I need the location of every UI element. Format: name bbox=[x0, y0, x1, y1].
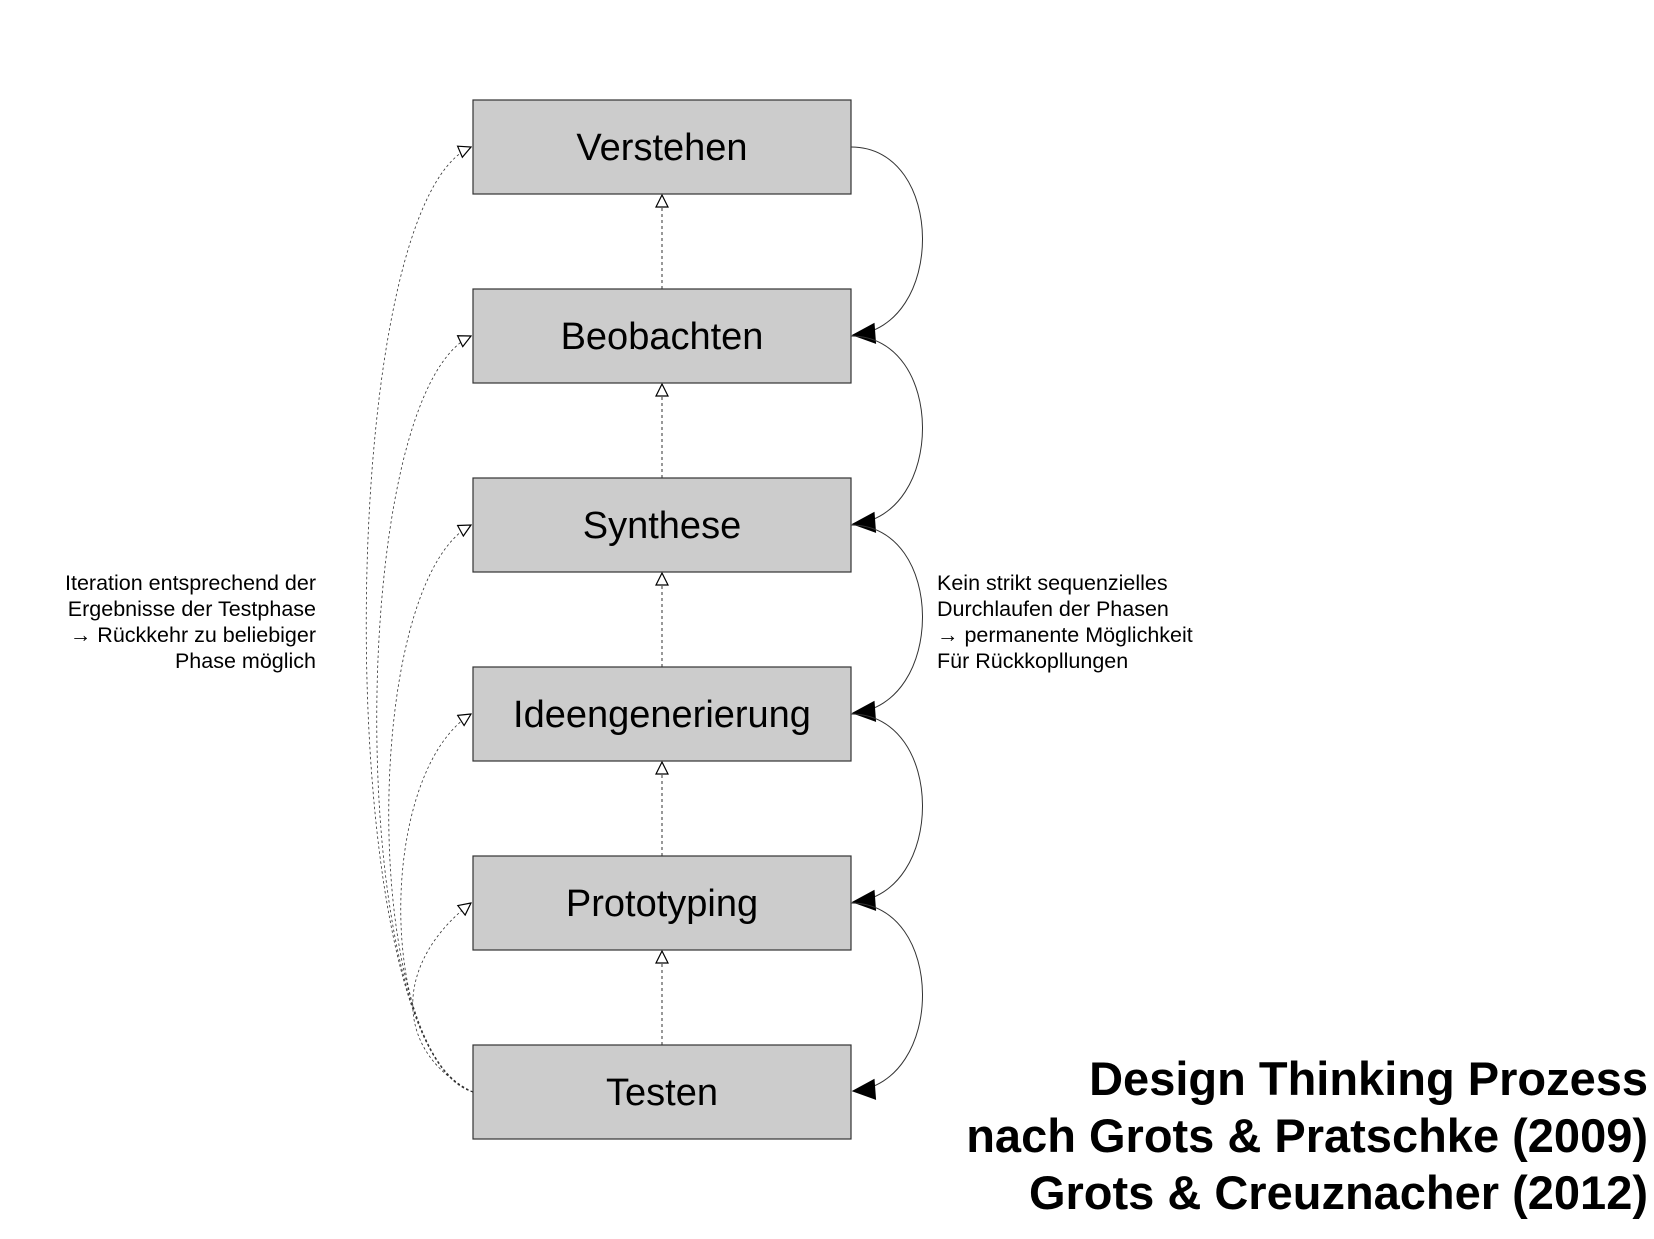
phase-boxes-layer: VerstehenBeobachtenSyntheseIdeengenerier… bbox=[472, 99, 852, 1140]
iteration-note-line: Ergebnisse der Testphase bbox=[67, 597, 316, 621]
iteration-arrow bbox=[365, 147, 474, 1093]
feedback-note-line: → permanente Möglichkeit bbox=[937, 623, 1193, 647]
feedback-note-line: Kein strikt sequenzielles bbox=[937, 571, 1168, 595]
phase-box-rect bbox=[472, 1044, 852, 1140]
phase-box-ideengenerierung: Ideengenerierung bbox=[472, 666, 852, 762]
phase-label: Prototyping bbox=[566, 883, 758, 925]
title-line: Grots & Creuznacher (2012) bbox=[1028, 1166, 1648, 1219]
iteration-note-line: → Rückkehr zu beliebiger bbox=[69, 623, 316, 647]
iteration-note-line: Iteration entsprechend der bbox=[65, 571, 316, 595]
iteration-arrow bbox=[412, 903, 474, 1093]
phase-box-beobachten: Beobachten bbox=[472, 288, 852, 384]
iteration-arrow bbox=[400, 714, 474, 1093]
phase-label: Verstehen bbox=[576, 127, 747, 169]
iteration-note: Iteration entsprechend der Ergebnisse de… bbox=[65, 570, 316, 674]
phase-box-testen: Testen bbox=[472, 1044, 852, 1140]
feedback-arrow bbox=[850, 902, 923, 1091]
phase-label: Synthese bbox=[583, 505, 741, 547]
feedback-arrow bbox=[850, 146, 923, 335]
phase-box-synthese: Synthese bbox=[472, 477, 852, 573]
feedback-arrow bbox=[850, 524, 923, 713]
phase-label: Testen bbox=[606, 1072, 718, 1114]
feedback-note-line: Für Rückkopllungen bbox=[937, 649, 1129, 673]
phase-box-prototyping: Prototyping bbox=[472, 855, 852, 951]
feedback-note-line: Durchlaufen der Phasen bbox=[937, 597, 1169, 621]
phase-box-rect bbox=[472, 477, 852, 573]
feedback-note: Kein strikt sequenzielles Durchlaufen de… bbox=[937, 570, 1193, 674]
feedback-arrow bbox=[850, 335, 923, 524]
phase-box-rect bbox=[472, 99, 852, 195]
feedback-arrow bbox=[850, 713, 923, 902]
iteration-arrow bbox=[376, 336, 474, 1093]
phase-label: Beobachten bbox=[561, 316, 764, 358]
phase-box-rect bbox=[472, 855, 852, 951]
iteration-note-line: Phase möglich bbox=[174, 649, 316, 673]
connectors-layer bbox=[365, 146, 923, 1093]
title-line: Design Thinking Prozess bbox=[1089, 1052, 1648, 1105]
phase-box-verstehen: Verstehen bbox=[472, 99, 852, 195]
iteration-arrow bbox=[388, 525, 474, 1093]
phase-label: Ideengenerierung bbox=[513, 694, 811, 736]
diagram-title: Design Thinking Prozess nach Grots & Pra… bbox=[966, 1050, 1648, 1221]
phase-box-rect bbox=[472, 666, 852, 762]
title-line: nach Grots & Pratschke (2009) bbox=[966, 1109, 1648, 1162]
phase-box-rect bbox=[472, 288, 852, 384]
